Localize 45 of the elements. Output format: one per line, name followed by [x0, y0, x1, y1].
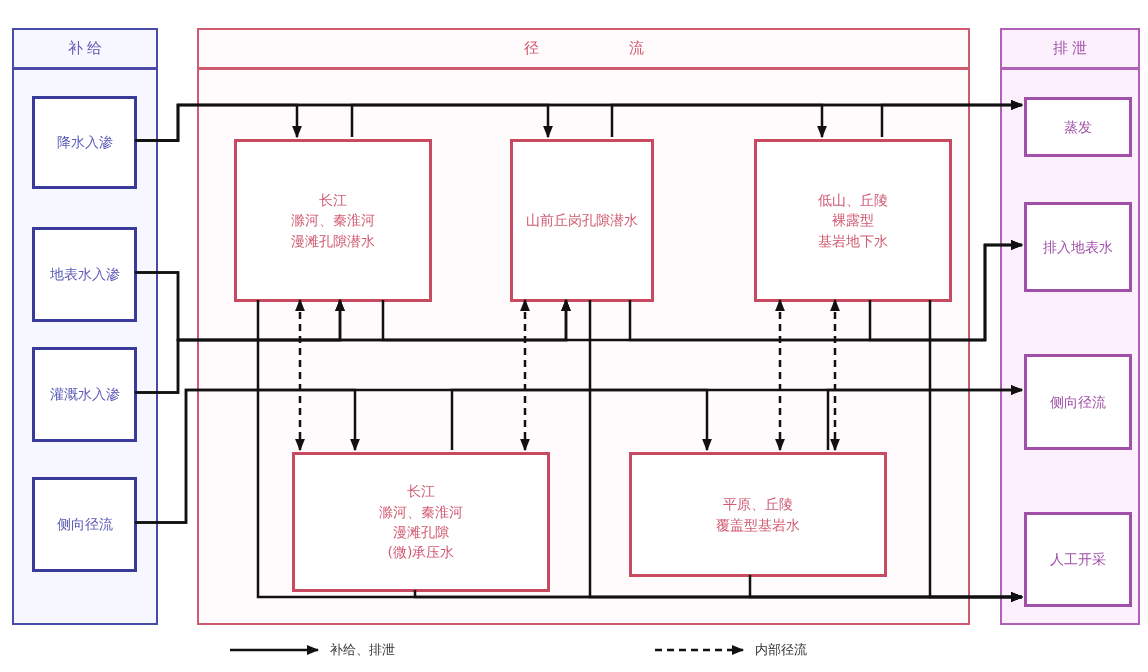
process-box [754, 139, 952, 302]
box-label: 侧向径流 [55, 515, 114, 535]
box-label: 人工开采 [1049, 550, 1107, 570]
panel-title: 径流 [523, 39, 734, 58]
legend-label: 补给、排泄 [330, 641, 395, 659]
process-box [1024, 512, 1132, 607]
box-label: 排入地表水 [1042, 237, 1114, 257]
box-label: 地表水入渗 [48, 265, 121, 285]
arrow [826, 385, 1024, 450]
group-panel [1000, 28, 1140, 625]
arrow [135, 298, 571, 394]
box-label: 灌溉水入渗 [48, 385, 121, 405]
arrow [880, 100, 1024, 137]
box-label: 蒸发 [1063, 117, 1093, 137]
box-label: 山前丘岗孔隙潜水 [525, 211, 639, 231]
process-box [234, 139, 432, 302]
panel-title: 排泄 [1053, 39, 1091, 58]
process-box [32, 96, 137, 189]
panel-title: 补给 [68, 39, 106, 58]
dashed-arrow [520, 298, 530, 452]
process-box [292, 452, 550, 592]
dashed-arrow [295, 298, 305, 452]
group-panel [12, 28, 158, 625]
process-box [32, 227, 137, 322]
box-label: 平原、丘陵覆盖型基岩水 [715, 495, 801, 535]
process-box [32, 477, 137, 572]
arrow [868, 240, 1024, 342]
group-panel [197, 28, 970, 625]
process-box [1024, 97, 1132, 157]
process-box [32, 347, 137, 442]
arrow [135, 388, 712, 524]
box-label: 降水入渗 [55, 133, 114, 153]
arrow [748, 575, 1024, 602]
box-label: 低山、丘陵裸露型基岩地下水 [817, 191, 889, 251]
process-box [510, 139, 654, 302]
box-label: 侧向径流 [1049, 392, 1107, 412]
legend-label: 内部径流 [755, 641, 807, 659]
dashed-arrow [830, 298, 840, 452]
process-box [1024, 202, 1132, 292]
process-box [629, 452, 887, 577]
box-label: 长江滁河、秦淮河漫滩孔隙(微)承压水 [378, 482, 464, 563]
dashed-arrow [775, 298, 785, 452]
process-box [1024, 354, 1132, 450]
arrow [135, 103, 827, 142]
box-label: 长江滁河、秦淮河漫滩孔隙潜水 [290, 191, 376, 251]
